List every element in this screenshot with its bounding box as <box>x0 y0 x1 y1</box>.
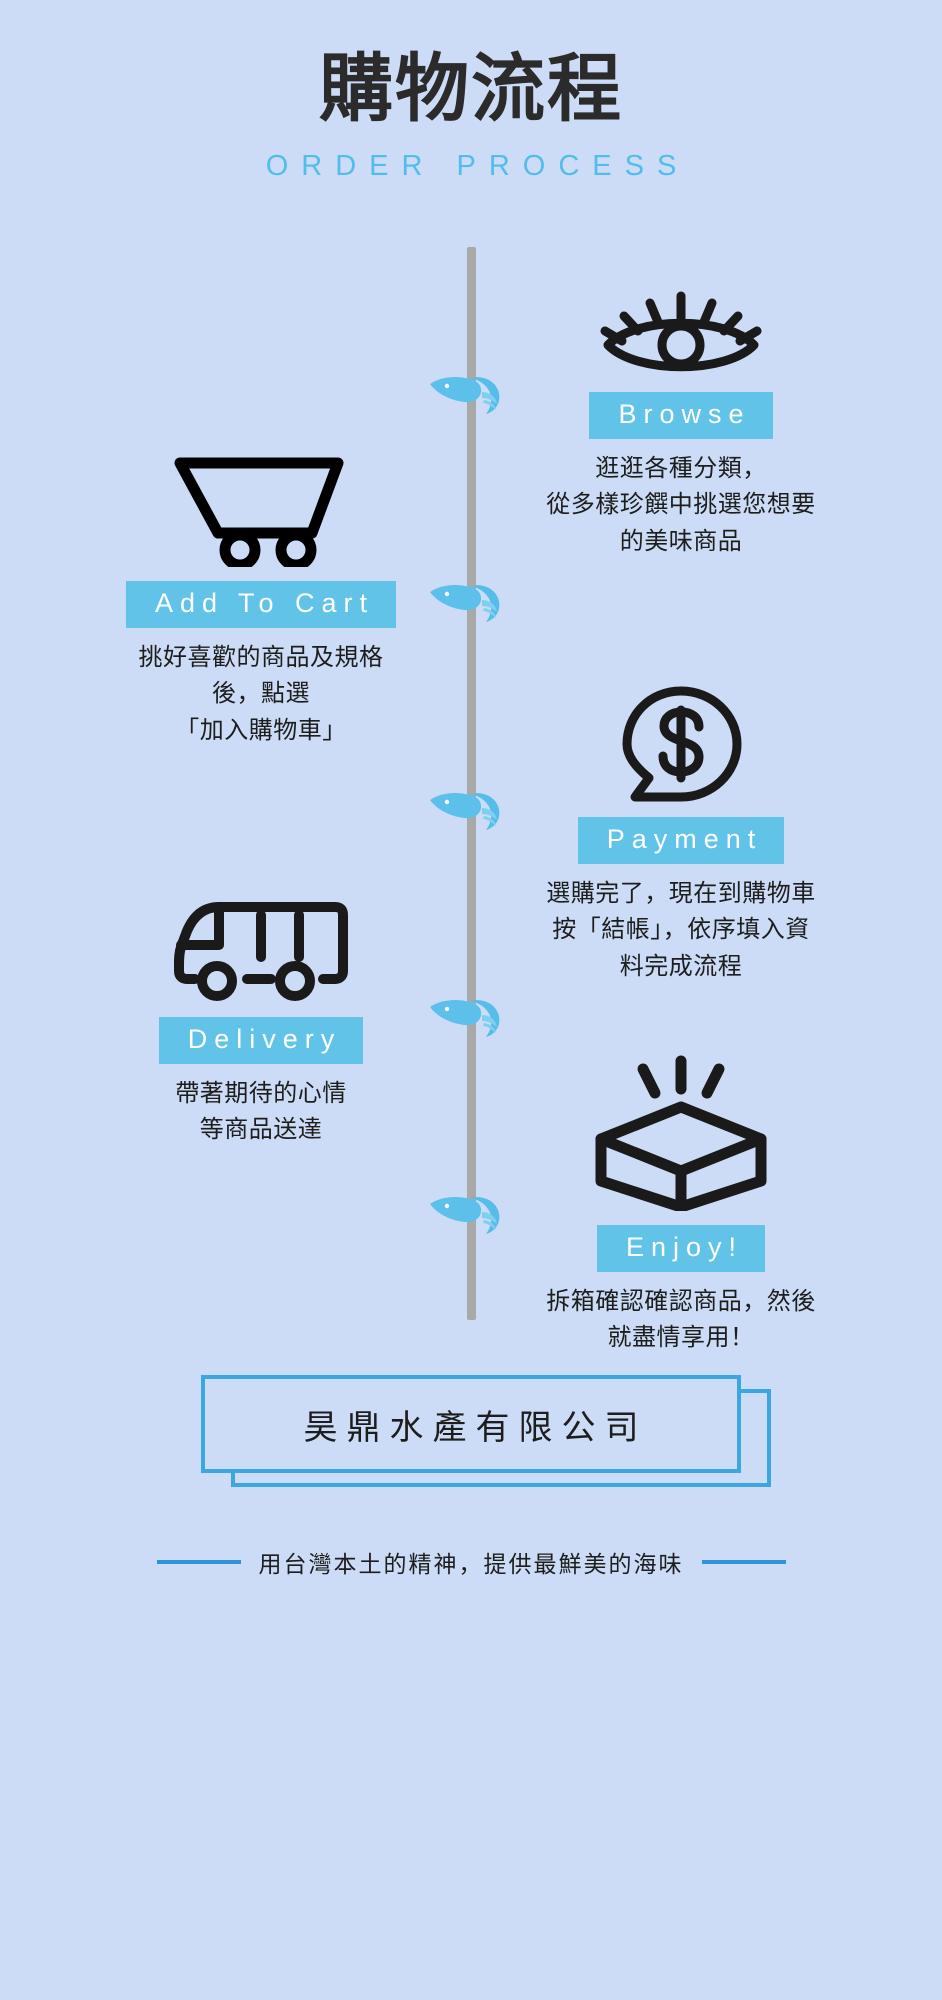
step-description-enjoy: 拆箱確認確認商品，然後 就盡情享用！ <box>546 1288 816 1352</box>
step-label-payment: Payment <box>577 817 785 864</box>
step-label-browse: Browse <box>589 392 773 439</box>
brand-frame: 昊鼎水產有限公司 <box>201 1375 771 1487</box>
step-browse: Browse 逛逛各種分類， 從多樣珍饌中挑選您想要 的美味商品 <box>471 286 891 560</box>
step-description-payment: 選購完了，現在到購物車 按「結帳」，依序填入資 料完成流程 <box>546 880 816 980</box>
eye-icon <box>471 286 891 378</box>
step-enjoy: Enjoy! 拆箱確認確認商品，然後 就盡情享用！ <box>471 1055 891 1357</box>
timeline-spine <box>467 247 476 1320</box>
open-box-icon <box>471 1055 891 1211</box>
page-footer: 昊鼎水產有限公司 用台灣本土的精神，提供最鮮美的海味 <box>0 1375 942 1579</box>
step-add-to-cart: Add To Cart 挑好喜歡的商品及規格 後，點選 「加入購物車」 <box>51 455 471 749</box>
step-payment: Payment 選購完了，現在到購物車 按「結帳」，依序填入資 料完成流程 <box>471 685 891 985</box>
tagline-row: 用台灣本土的精神，提供最鮮美的海味 <box>0 1545 942 1579</box>
step-label-delivery: Delivery <box>158 1017 364 1064</box>
step-label-enjoy: Enjoy! <box>596 1225 766 1272</box>
step-description-add-to-cart: 挑好喜歡的商品及規格 後，點選 「加入購物車」 <box>138 644 384 744</box>
tagline-rule-left <box>156 1560 241 1564</box>
delivery-truck-icon <box>51 895 471 1003</box>
step-delivery: Delivery 帶著期待的心情 等商品送達 <box>51 895 471 1149</box>
page-title: 購物流程 <box>319 47 623 130</box>
step-description-delivery: 帶著期待的心情 等商品送達 <box>175 1080 347 1144</box>
page-subtitle: ORDER PROCESS <box>265 149 690 182</box>
company-name: 昊鼎水產有限公司 <box>303 1408 648 1447</box>
brand-frame-front <box>201 1375 741 1473</box>
step-description-browse: 逛逛各種分類， 從多樣珍饌中挑選您想要 的美味商品 <box>546 455 816 555</box>
tagline-rule-right <box>701 1560 786 1564</box>
shopping-cart-icon <box>51 455 471 567</box>
page-header: 購物流程 ORDER PROCESS <box>0 0 942 183</box>
dollar-speech-bubble-icon <box>471 685 891 803</box>
step-label-add-to-cart: Add To Cart <box>125 581 397 628</box>
tagline-text: 用台灣本土的精神，提供最鮮美的海味 <box>258 1551 684 1577</box>
